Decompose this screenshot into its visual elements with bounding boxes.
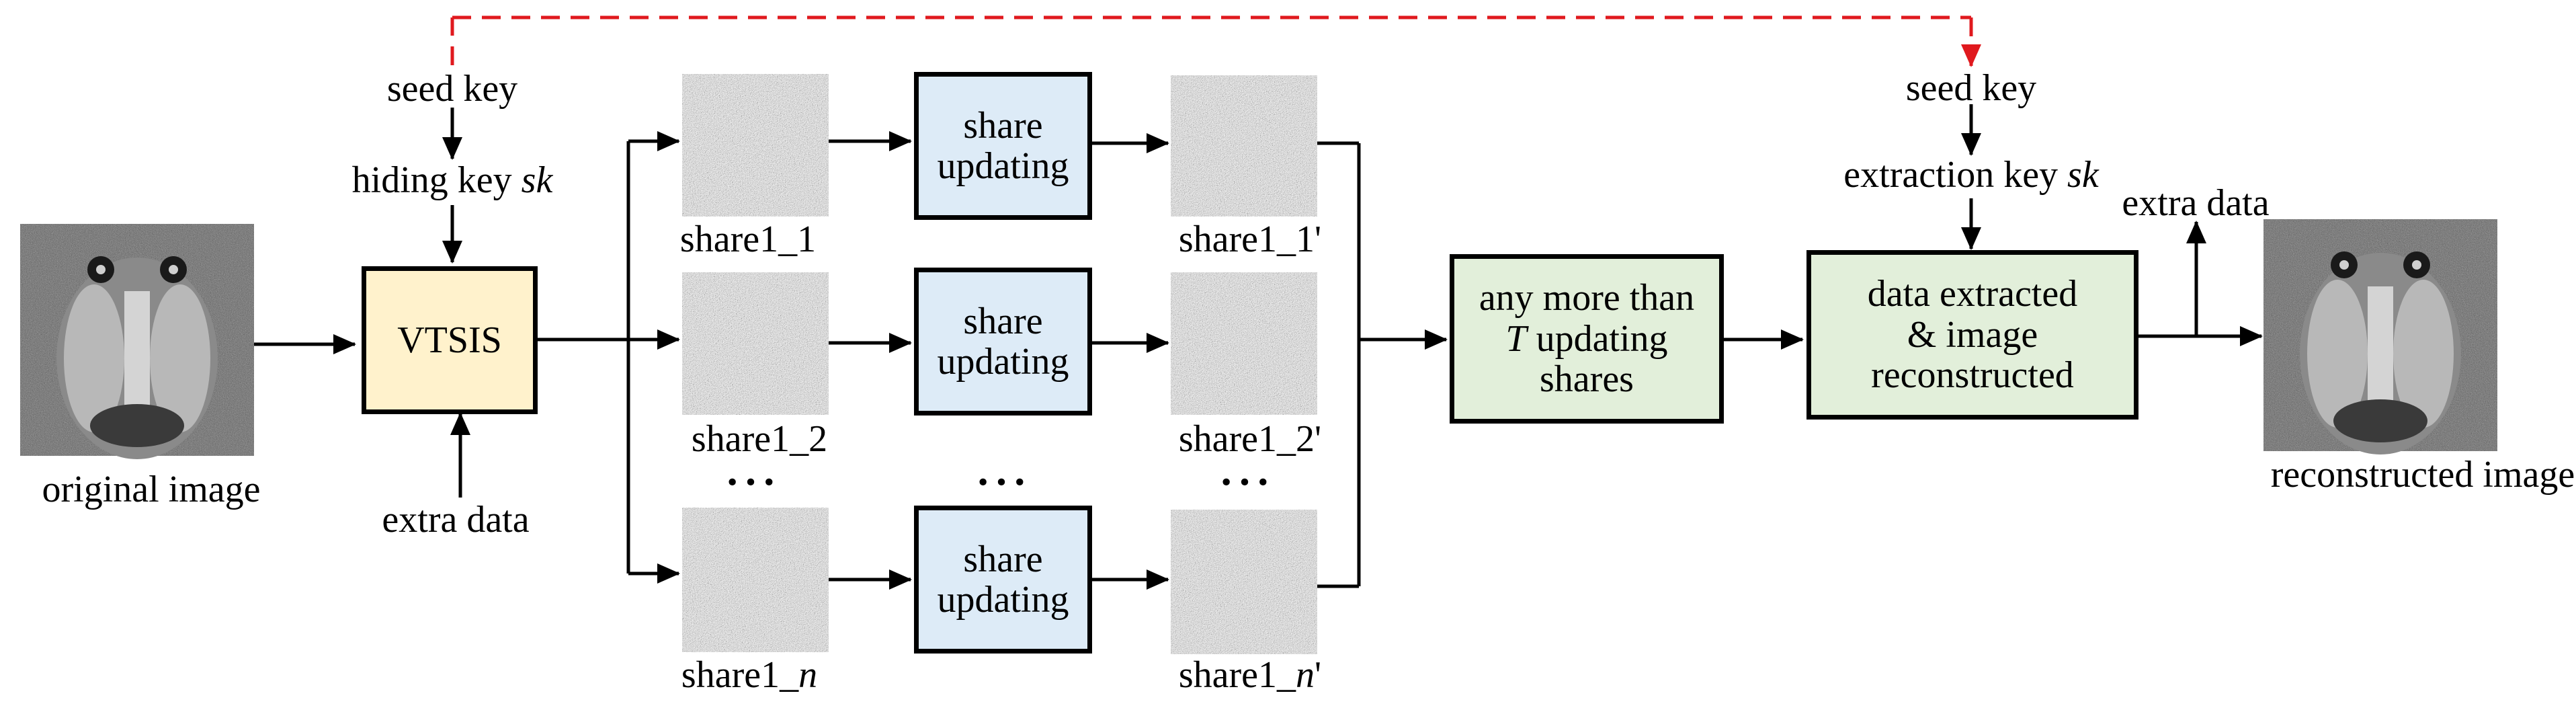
reconstructed-image [2263, 219, 2497, 454]
vtsis-box: VTSIS [362, 266, 538, 414]
share1-np-prefix: share1_ [1178, 654, 1296, 696]
share-updating-text: share [963, 538, 1043, 580]
share-images [682, 74, 1317, 654]
ellipsis-updating: ··· [975, 458, 1032, 506]
reconstructed-image-label: reconstructed image [2270, 454, 2575, 496]
vtsis-label: VTSIS [397, 319, 502, 361]
data-extracted-line3: reconstructed [1871, 354, 2074, 397]
extraction-key-var: sk [2067, 154, 2099, 196]
var-t: T [1505, 317, 1527, 360]
share-updating-box-1: share updating [914, 72, 1092, 220]
hiding-key-label: hiding key sk [352, 161, 553, 199]
extra-data-in-label: extra data [382, 499, 530, 541]
share1-np-var: n [1296, 654, 1315, 696]
share1-2-label: share1_2 [691, 418, 828, 460]
hiding-key-text: hiding key [351, 159, 522, 201]
share1-1p-label: share1_1' [1178, 219, 1322, 260]
extraction-key-label: extraction key sk [1843, 156, 2098, 194]
share1-n-var: n [798, 654, 818, 696]
extra-data-out-label: extra data [2122, 182, 2270, 224]
data-extracted-line2: & image [1907, 313, 2038, 356]
share-updating-box-n: share updating [914, 506, 1092, 654]
share1-1-image [682, 74, 829, 216]
share1-1p-image [1171, 75, 1317, 216]
data-extracted-box: data extracted & image reconstructed [1806, 250, 2138, 420]
share-updating-text: share [963, 104, 1043, 147]
share-updating-text: share [963, 300, 1043, 342]
share1-2-image [682, 272, 829, 415]
share1-1-label: share1_1 [679, 219, 817, 260]
ellipsis-updated: ··· [1218, 458, 1275, 506]
ellipsis-shares: ··· [724, 458, 781, 506]
share1-2p-label: share1_2' [1178, 418, 1322, 460]
share1-n-label: share1_n [681, 656, 817, 694]
any-more-line2: T updating [1505, 319, 1667, 359]
share1-n-image [682, 508, 829, 652]
any-more-box: any more than T updating shares [1450, 254, 1724, 424]
seed-key-left-label: seed key [386, 68, 518, 110]
share-updating-text: updating [937, 145, 1069, 187]
share1-np-image [1171, 510, 1317, 654]
share-updating-box-2: share updating [914, 268, 1092, 416]
seed-key-right-label: seed key [1905, 67, 2037, 109]
any-more-line1: any more than [1479, 277, 1695, 319]
dashed-seed-link [450, 15, 1981, 67]
share1-n-prefix: share1_ [681, 654, 799, 696]
share-updating-text: updating [937, 341, 1069, 383]
original-image-label: original image [42, 469, 261, 510]
extraction-key-text: extraction key [1843, 154, 2068, 196]
data-extracted-line1: data extracted [1867, 273, 2078, 315]
any-more-updating: updating [1526, 317, 1668, 360]
hiding-key-var: sk [521, 159, 553, 201]
original-image [20, 224, 254, 459]
share1-2p-image [1171, 272, 1317, 415]
share-updating-text: updating [937, 579, 1069, 621]
share1-np-label: share1_n' [1179, 656, 1321, 694]
any-more-line3: shares [1540, 358, 1634, 401]
share1-np-suffix: ' [1315, 654, 1322, 696]
